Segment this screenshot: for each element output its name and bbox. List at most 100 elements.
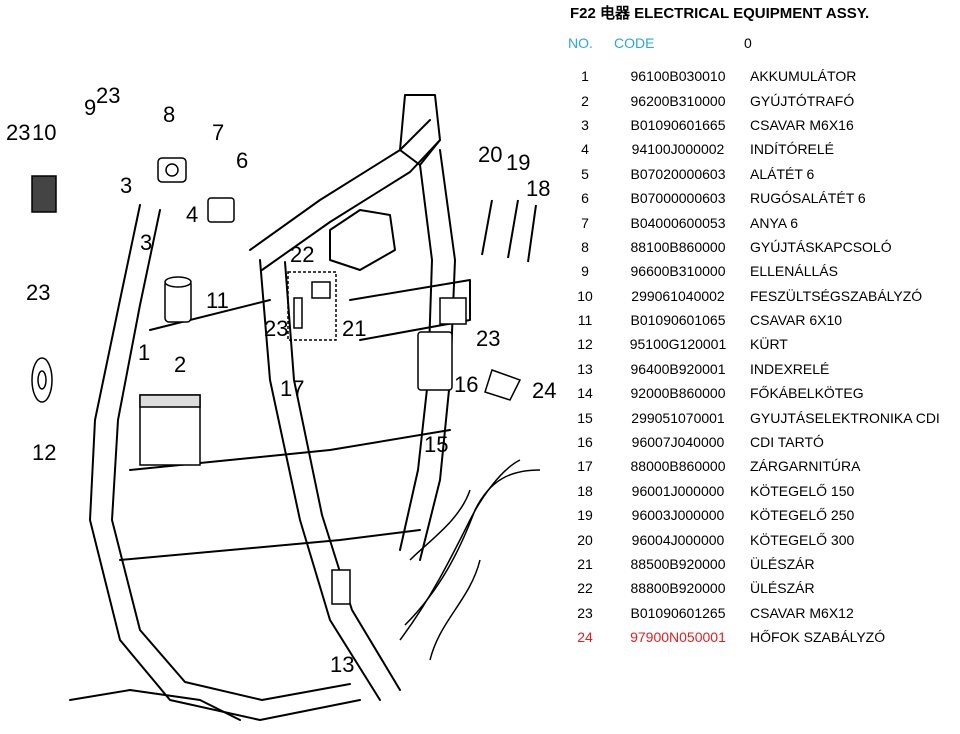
part-description: CDI TARTÓ [750, 434, 824, 451]
part-number: 21 [577, 556, 593, 572]
part-number: 19 [577, 507, 593, 524]
part-code: 299051070001 [631, 409, 725, 426]
cable-ties-part [481, 199, 537, 263]
flasher-relay-part [331, 569, 351, 605]
part-description: GYUJTÁSELEKTRONIKA CDI [750, 409, 940, 426]
callout-labels: 9 23 8 7 6 3 4 23 10 3 23 11 1 2 22 23 2… [6, 83, 556, 677]
part-number: 18 [577, 482, 593, 499]
frame-cross-1 [149, 299, 271, 331]
part-description: FESZÜLTSÉGSZABÁLYZÓ [750, 287, 923, 304]
ignition-coil-part [164, 276, 192, 323]
part-number: 3 [581, 116, 589, 133]
part-number: 20 [577, 531, 593, 548]
part-code: B01090601265 [630, 604, 726, 621]
wiring-harness-part [399, 459, 541, 661]
table-row: 12 95100G120001 KÜRT [570, 332, 940, 356]
part-description: ALÁTÉT 6 [750, 165, 815, 182]
part-number: 11 [577, 312, 593, 329]
column-header-no: NO. [568, 35, 593, 51]
part-description: INDEXRELÉ [750, 360, 830, 377]
callout-4: 4 [186, 202, 198, 227]
frame-cross-3 [119, 529, 421, 561]
regulator-part [31, 175, 57, 213]
part-number: 24 [577, 629, 593, 646]
callout-23e: 23 [476, 326, 500, 351]
part-code: 95100G120001 [629, 336, 727, 353]
part-number: 12 [577, 336, 593, 353]
part-number: 23 [577, 604, 593, 621]
seat-lock-part [287, 271, 337, 341]
part-number: 10 [577, 287, 593, 304]
callout-3b: 3 [140, 230, 152, 255]
column-header-desc: 0 [744, 35, 752, 51]
callout-15: 15 [424, 432, 448, 457]
part-description: RUGÓSALÁTÉT 6 [750, 190, 866, 207]
column-header-code: CODE [614, 35, 655, 51]
table-row: 4 94100J000002 INDÍTÓRELÉ [570, 137, 940, 161]
callout-13: 13 [330, 652, 354, 677]
part-number: 9 [581, 263, 589, 280]
callout-18: 18 [526, 176, 550, 201]
part-description: INDÍTÓRELÉ [750, 141, 835, 158]
callout-20: 20 [478, 142, 502, 167]
callout-6: 6 [236, 148, 248, 173]
part-description: KÜRT [750, 336, 788, 353]
part-code: 96600B310000 [630, 263, 726, 280]
callout-17: 17 [280, 376, 304, 401]
part-code: 88100B860000 [630, 238, 726, 255]
part-code: 92000B860000 [630, 385, 726, 402]
callout-10: 10 [32, 120, 56, 145]
exploded-view-diagram: 9 23 8 7 6 3 4 23 10 3 23 11 1 2 22 23 2… [6, 83, 556, 721]
part-description: GYÚJTÓTRAFÓ [750, 92, 855, 109]
part-description: ÜLÉSZÁR [750, 580, 815, 597]
part-code: B01090601665 [630, 116, 726, 133]
frame-upper-tube [249, 119, 431, 251]
callout-16: 16 [454, 372, 478, 397]
part-code: 88800B920000 [630, 580, 726, 597]
part-code: B07000000603 [630, 190, 726, 207]
part-code: 94100J000002 [631, 141, 725, 158]
part-code: 96007J040000 [631, 434, 725, 451]
part-description: CSAVAR M6X16 [750, 116, 854, 133]
part-number: 16 [577, 434, 593, 451]
part-number: 8 [581, 238, 589, 255]
table-row: 15 299051070001 GYUJTÁSELEKTRONIKA CDI [570, 405, 940, 429]
part-description: ÜLÉSZÁR [750, 556, 815, 572]
frame-head [399, 94, 441, 166]
battery-part [139, 394, 201, 466]
part-number: 7 [581, 214, 589, 231]
callout-23d: 23 [264, 316, 288, 341]
callout-3a: 3 [120, 173, 132, 198]
part-code: 96004J000000 [631, 531, 725, 548]
part-description: FŐKÁBELKÖTEG [750, 385, 864, 402]
part-description: HŐFOK SZABÁLYZÓ [750, 629, 886, 646]
cdi-holder-part [439, 297, 467, 325]
frame-rear [349, 279, 471, 341]
part-code: 96003J000000 [631, 507, 725, 524]
callout-9: 9 [84, 95, 96, 120]
frame-upper-tube-inner [261, 139, 441, 271]
part-number: 4 [581, 141, 589, 158]
part-number: 15 [577, 409, 593, 426]
part-code: B07020000603 [630, 165, 726, 182]
callout-21: 21 [342, 316, 366, 341]
callout-24: 24 [532, 378, 556, 403]
table-row: 16 96007J040000 CDI TARTÓ [570, 430, 940, 454]
part-number: 14 [577, 385, 593, 402]
starter-relay-part [207, 197, 235, 223]
ignition-switch-part [157, 157, 187, 183]
callout-7: 7 [212, 120, 224, 145]
